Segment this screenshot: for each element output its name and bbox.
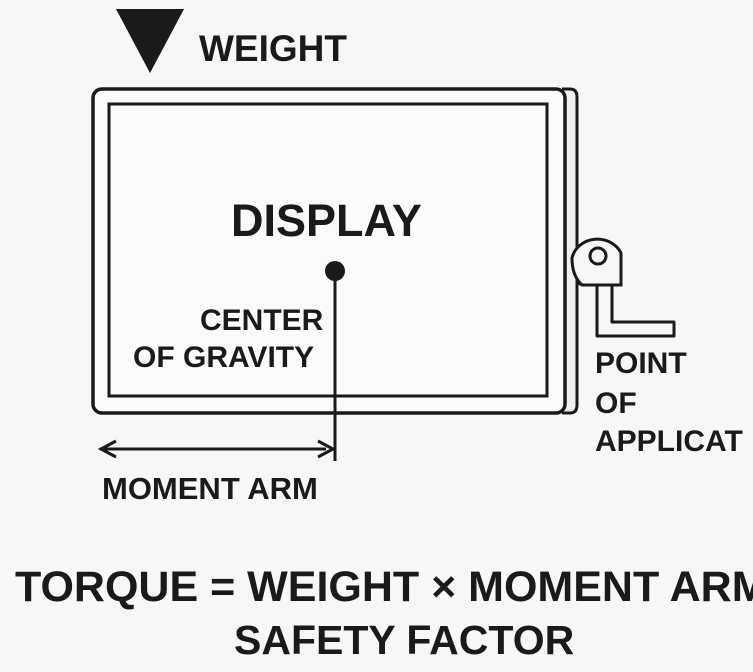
point-of-application-label-line2: OF xyxy=(595,387,637,420)
bracket-hole-icon xyxy=(588,246,608,266)
weight-label: WEIGHT xyxy=(199,28,347,69)
display-screen xyxy=(107,102,549,398)
safety-factor-label: SAFETY FACTOR xyxy=(234,617,575,663)
torque-formula: TORQUE = WEIGHT × MOMENT ARM xyxy=(15,563,753,611)
moment-arm-right-arrowhead-icon xyxy=(317,439,337,459)
display-label: DISPLAY xyxy=(231,195,422,246)
moment-arm-left-arrowhead-icon xyxy=(97,439,117,459)
weight-arrow-icon xyxy=(116,9,184,73)
moment-arm-label: MOMENT ARM xyxy=(102,471,318,506)
point-of-application-label-line3: APPLICAT xyxy=(595,425,743,458)
point-of-application-label-line1: POINT xyxy=(595,347,687,380)
center-of-gravity-label-line1: CENTER xyxy=(200,304,324,337)
mounting-bracket xyxy=(570,237,676,338)
center-of-gravity-dot xyxy=(325,261,345,281)
center-of-gravity-label-line2: OF GRAVITY xyxy=(133,341,315,374)
